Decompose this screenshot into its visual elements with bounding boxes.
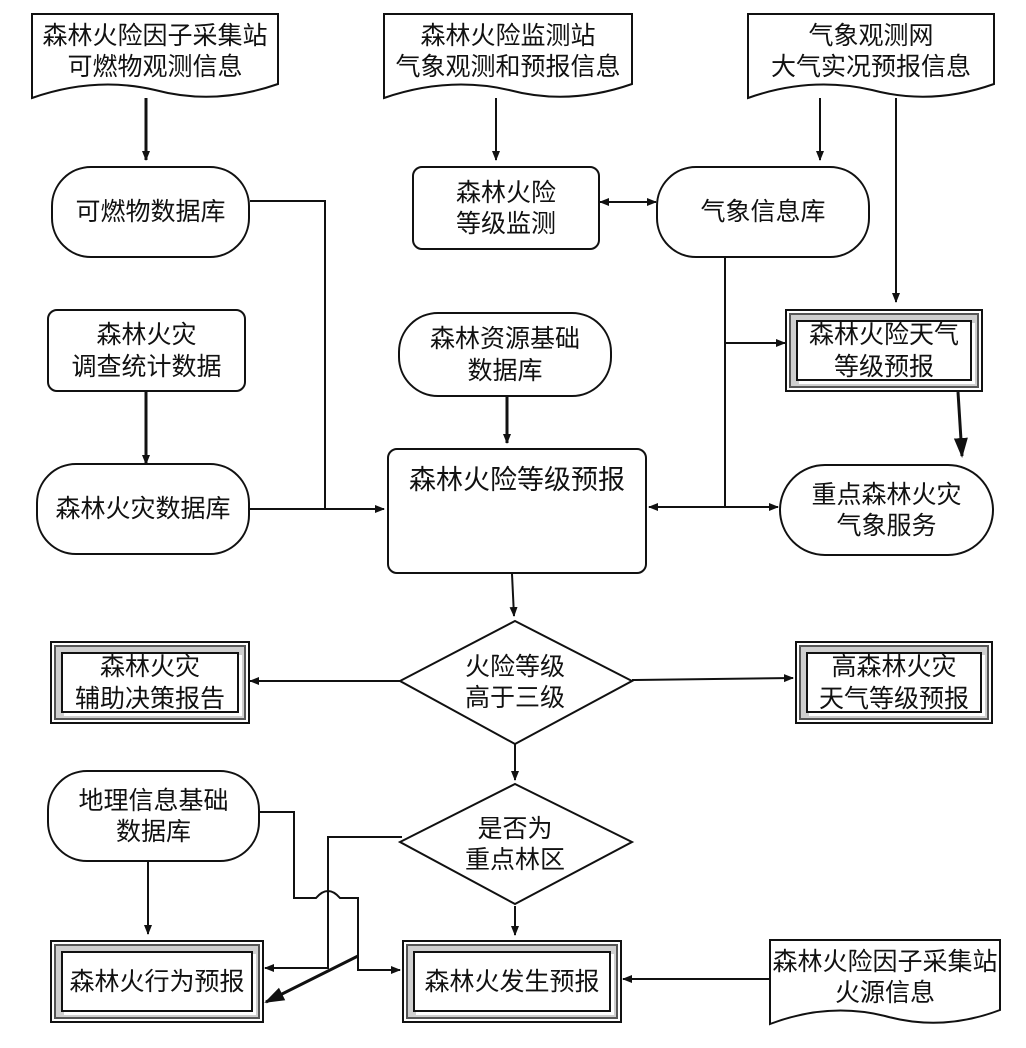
fire-db-label: 森林火灾数据库 xyxy=(55,494,231,524)
behavior-forecast-inner: 森林火行为预报 xyxy=(61,951,253,1012)
risk-monitor-line-1: 森林火险 xyxy=(455,177,556,207)
diamond-shape-level xyxy=(397,619,635,746)
edge-diagonal-to-behavior xyxy=(264,954,359,1004)
weather-network-line-2: 大气实况预报信息 xyxy=(770,52,971,81)
resource-db: 森林资源基础 数据库 xyxy=(398,312,612,397)
ignition-station-line-1: 森林火险因子采集站 xyxy=(772,946,998,976)
geo-db: 地理信息基础 数据库 xyxy=(47,770,260,862)
fire-survey-line-1: 森林火灾 xyxy=(96,320,197,350)
edge-risk-forecast-to-level-decision xyxy=(509,573,518,617)
fuel-station-line-1: 森林火险因子采集站 xyxy=(42,20,268,50)
edge-level-to-high-forecast xyxy=(631,674,794,683)
geo-db-line-1: 地理信息基础 xyxy=(78,785,229,815)
monitor-station-line-2: 气象观测和预报信息 xyxy=(395,52,621,81)
edge-geo-db-to-occurrence xyxy=(260,811,401,974)
decision-report: 森林火灾 辅助决策报告 xyxy=(50,641,250,724)
edge-fuel-db-to-risk-forecast xyxy=(250,200,385,513)
fuel-db-label: 可燃物数据库 xyxy=(75,197,226,227)
weather-db: 气象信息库 xyxy=(656,166,870,258)
monitor-station-line-1: 森林火险监测站 xyxy=(420,20,596,50)
high-forecast-line-1: 高森林火灾 xyxy=(831,652,957,682)
weather-forecast: 森林火险天气 等级预报 xyxy=(785,309,983,392)
high-forecast-inner: 高森林火灾 天气等级预报 xyxy=(806,652,982,713)
level-decision: 火险等级 高于三级 xyxy=(430,648,600,716)
decision-report-line-1: 森林火灾 xyxy=(99,652,200,682)
weather-network-line-1: 气象观测网 xyxy=(808,20,934,50)
weather-forecast-line-1: 森林火险天气 xyxy=(808,320,959,350)
behavior-forecast-label: 森林火行为预报 xyxy=(69,966,245,996)
key-area-line-1: 是否为 xyxy=(477,813,553,843)
fuel-station-doc: 森林火险因子采集站 可燃物观测信息 xyxy=(34,18,276,84)
weather-forecast-line-2: 等级预报 xyxy=(833,351,934,381)
doc-shape-ignition-station xyxy=(769,939,1001,1026)
decision-report-line-2: 辅助决策报告 xyxy=(74,683,225,713)
behavior-forecast: 森林火行为预报 xyxy=(50,940,264,1023)
key-service-line-2: 气象服务 xyxy=(836,511,937,540)
monitor-station-doc: 森林火险监测站 气象观测和预报信息 xyxy=(386,18,630,84)
key-service-line-1: 重点森林火灾 xyxy=(811,479,962,509)
weather-network-doc: 气象观测网 大气实况预报信息 xyxy=(750,18,992,84)
risk-forecast-label: 森林火险等级预报 xyxy=(409,465,625,496)
key-service: 重点森林火灾 气象服务 xyxy=(779,464,994,556)
occurrence-forecast-label: 森林火发生预报 xyxy=(424,966,600,996)
key-area-line-2: 重点林区 xyxy=(464,845,565,874)
risk-monitor-line-2: 等级监测 xyxy=(455,209,556,238)
geo-db-line-2: 数据库 xyxy=(115,817,191,846)
ignition-station-doc: 森林火险因子采集站 火源信息 xyxy=(772,944,998,1010)
diamond-shape-key-area xyxy=(397,782,635,906)
level-decision-line-2: 高于三级 xyxy=(464,683,565,712)
decision-report-inner: 森林火灾 辅助决策报告 xyxy=(61,652,239,713)
resource-db-line-1: 森林资源基础 xyxy=(429,324,580,354)
edge-key-area-to-behavior xyxy=(264,836,402,972)
edge-weather-forecast-to-key-service xyxy=(953,391,968,458)
risk-forecast: 森林火险等级预报 xyxy=(387,448,647,574)
occurrence-forecast-inner: 森林火发生预报 xyxy=(413,951,611,1012)
weather-db-label: 气象信息库 xyxy=(700,197,826,227)
occurrence-forecast: 森林火发生预报 xyxy=(402,940,622,1023)
fuel-station-line-2: 可燃物观测信息 xyxy=(67,52,243,81)
resource-db-line-2: 数据库 xyxy=(467,355,543,385)
high-forecast-line-2: 天气等级预报 xyxy=(818,683,969,713)
high-forecast: 高森林火灾 天气等级预报 xyxy=(795,641,993,724)
risk-monitor: 森林火险 等级监测 xyxy=(412,166,600,250)
fire-survey: 森林火灾 调查统计数据 xyxy=(47,309,246,392)
ignition-station-line-2: 火源信息 xyxy=(834,978,935,1007)
level-decision-line-1: 火险等级 xyxy=(464,651,565,681)
fire-db: 森林火灾数据库 xyxy=(36,463,250,555)
fuel-db: 可燃物数据库 xyxy=(51,166,250,258)
doc-shape-monitor-station xyxy=(383,13,633,100)
fire-survey-line-2: 调查统计数据 xyxy=(71,351,222,381)
doc-shape-fuel-station xyxy=(31,13,279,100)
weather-forecast-inner: 森林火险天气 等级预报 xyxy=(796,320,972,381)
doc-shape-weather-network xyxy=(747,13,995,100)
key-area: 是否为 重点林区 xyxy=(430,810,600,878)
